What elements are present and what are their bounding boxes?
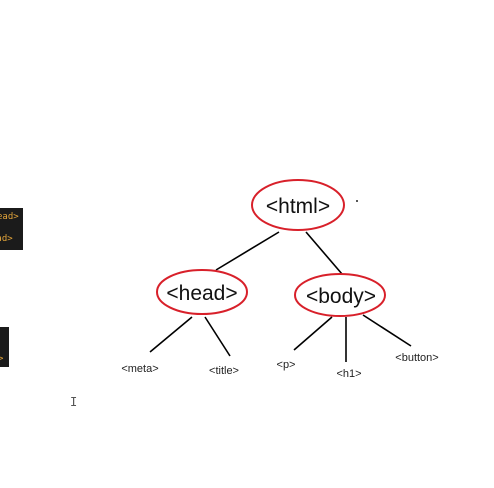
edge-head-title	[204, 316, 231, 357]
node-ellipse	[251, 179, 345, 231]
leaf-title: <title>	[209, 365, 239, 377]
node-body: <body>	[294, 273, 386, 317]
leaf-meta: <meta>	[121, 363, 158, 375]
text-cursor-icon: Ι	[70, 395, 78, 409]
edge-body-button	[362, 314, 412, 347]
edge-html-head	[215, 231, 280, 271]
code-snippet-fragment: ead> ead>	[0, 208, 23, 250]
leaf-button: <button>	[395, 352, 438, 364]
edge-html-body	[305, 231, 343, 275]
node-label-html: <html>	[266, 195, 330, 218]
code-line: ead>	[0, 234, 13, 244]
node-ellipse	[156, 269, 248, 315]
node-ellipse	[294, 273, 386, 317]
node-label-body: <body>	[306, 285, 376, 308]
leaf-p: <p>	[277, 359, 296, 371]
code-line: ead>	[0, 212, 19, 222]
node-label-head: <head>	[166, 282, 237, 305]
code-line: >	[0, 354, 4, 364]
node-head: <head>	[156, 269, 248, 315]
edge-head-meta	[149, 316, 193, 353]
leaf-h1: <h1>	[336, 368, 361, 380]
code-snippet-fragment: >	[0, 327, 9, 367]
node-html: <html>	[251, 179, 345, 231]
stray-dot	[356, 200, 358, 202]
edge-body-p	[293, 316, 333, 351]
tree-edges	[149, 231, 412, 362]
